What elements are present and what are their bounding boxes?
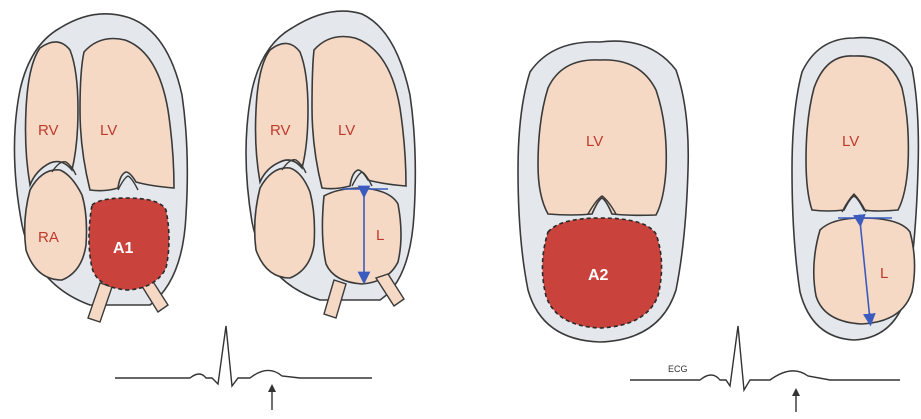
lv-label: LV (338, 122, 355, 139)
left-atrium (814, 218, 915, 324)
four-chamber-view-a: RV LV RA A1 (14, 14, 187, 322)
lv-label: LV (100, 122, 117, 139)
left-atrium (322, 188, 401, 284)
rv-label: RV (270, 122, 291, 139)
ecg-waveform (115, 326, 372, 386)
ra-label: RA (38, 229, 59, 246)
lv-label: LV (586, 133, 603, 150)
length-label: L (880, 265, 888, 282)
two-chamber-view-b: LV L (792, 38, 918, 340)
atrium-a1-label: A1 (113, 240, 134, 257)
timing-arrow-head (792, 388, 800, 396)
ra-chamber (255, 168, 315, 278)
ecg-label: ECG (668, 364, 688, 374)
lv-label: LV (842, 133, 859, 150)
rv-chamber (256, 43, 309, 182)
length-label: L (376, 227, 384, 244)
two-chamber-view-a: LV A2 (518, 41, 688, 342)
atrium-a2-label: A2 (588, 267, 609, 284)
ra-chamber (25, 170, 87, 280)
four-chamber-view-b: RV LV L (246, 11, 415, 318)
timing-arrow-head (268, 384, 276, 392)
rv-label: RV (38, 122, 59, 139)
ecg-trace-left (115, 326, 372, 410)
